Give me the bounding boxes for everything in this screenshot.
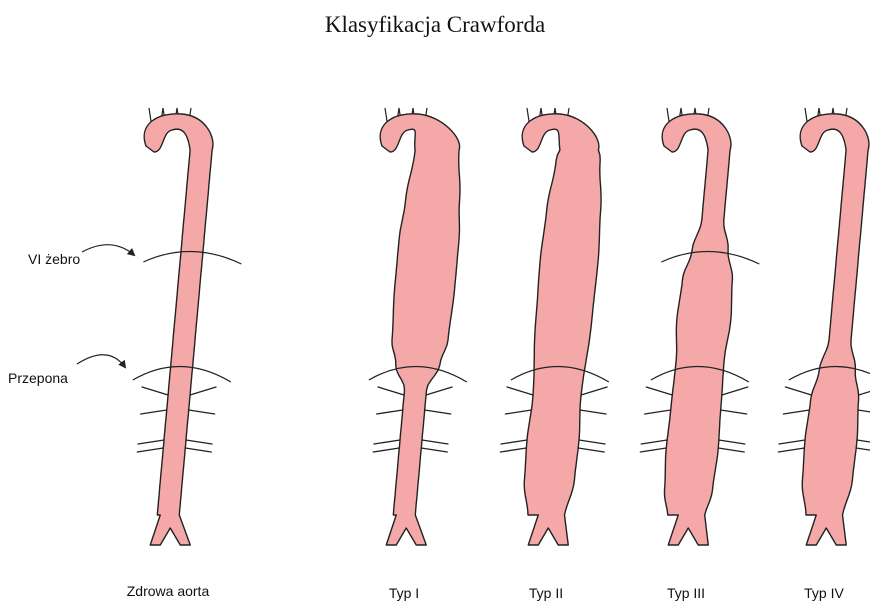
diaphragm-label: Przepona [8, 370, 68, 386]
caption-type-3: Typ III [667, 585, 705, 601]
caption-type-2: Typ II [529, 585, 563, 601]
aorta-body [380, 114, 460, 545]
aorta-body [522, 114, 601, 545]
rib-arrow [82, 245, 134, 255]
caption-type-4: Typ IV [804, 585, 844, 601]
healthy-aorta [133, 108, 242, 545]
caption-healthy: Zdrowa aorta [127, 583, 210, 599]
aorta-figures [133, 108, 870, 545]
aorta-body [662, 114, 732, 545]
aorta-body [800, 114, 869, 545]
type-4 [778, 108, 870, 545]
diaphragm-arrow [77, 355, 125, 367]
figure-captions: Zdrowa aorta Typ I Typ II Typ III Typ IV [127, 583, 845, 601]
rib-label: VI żebro [28, 251, 80, 267]
type-3 [640, 108, 759, 545]
type-1 [369, 108, 467, 545]
type-2 [500, 108, 608, 545]
aorta-body [144, 114, 213, 545]
caption-type-1: Typ I [389, 585, 419, 601]
